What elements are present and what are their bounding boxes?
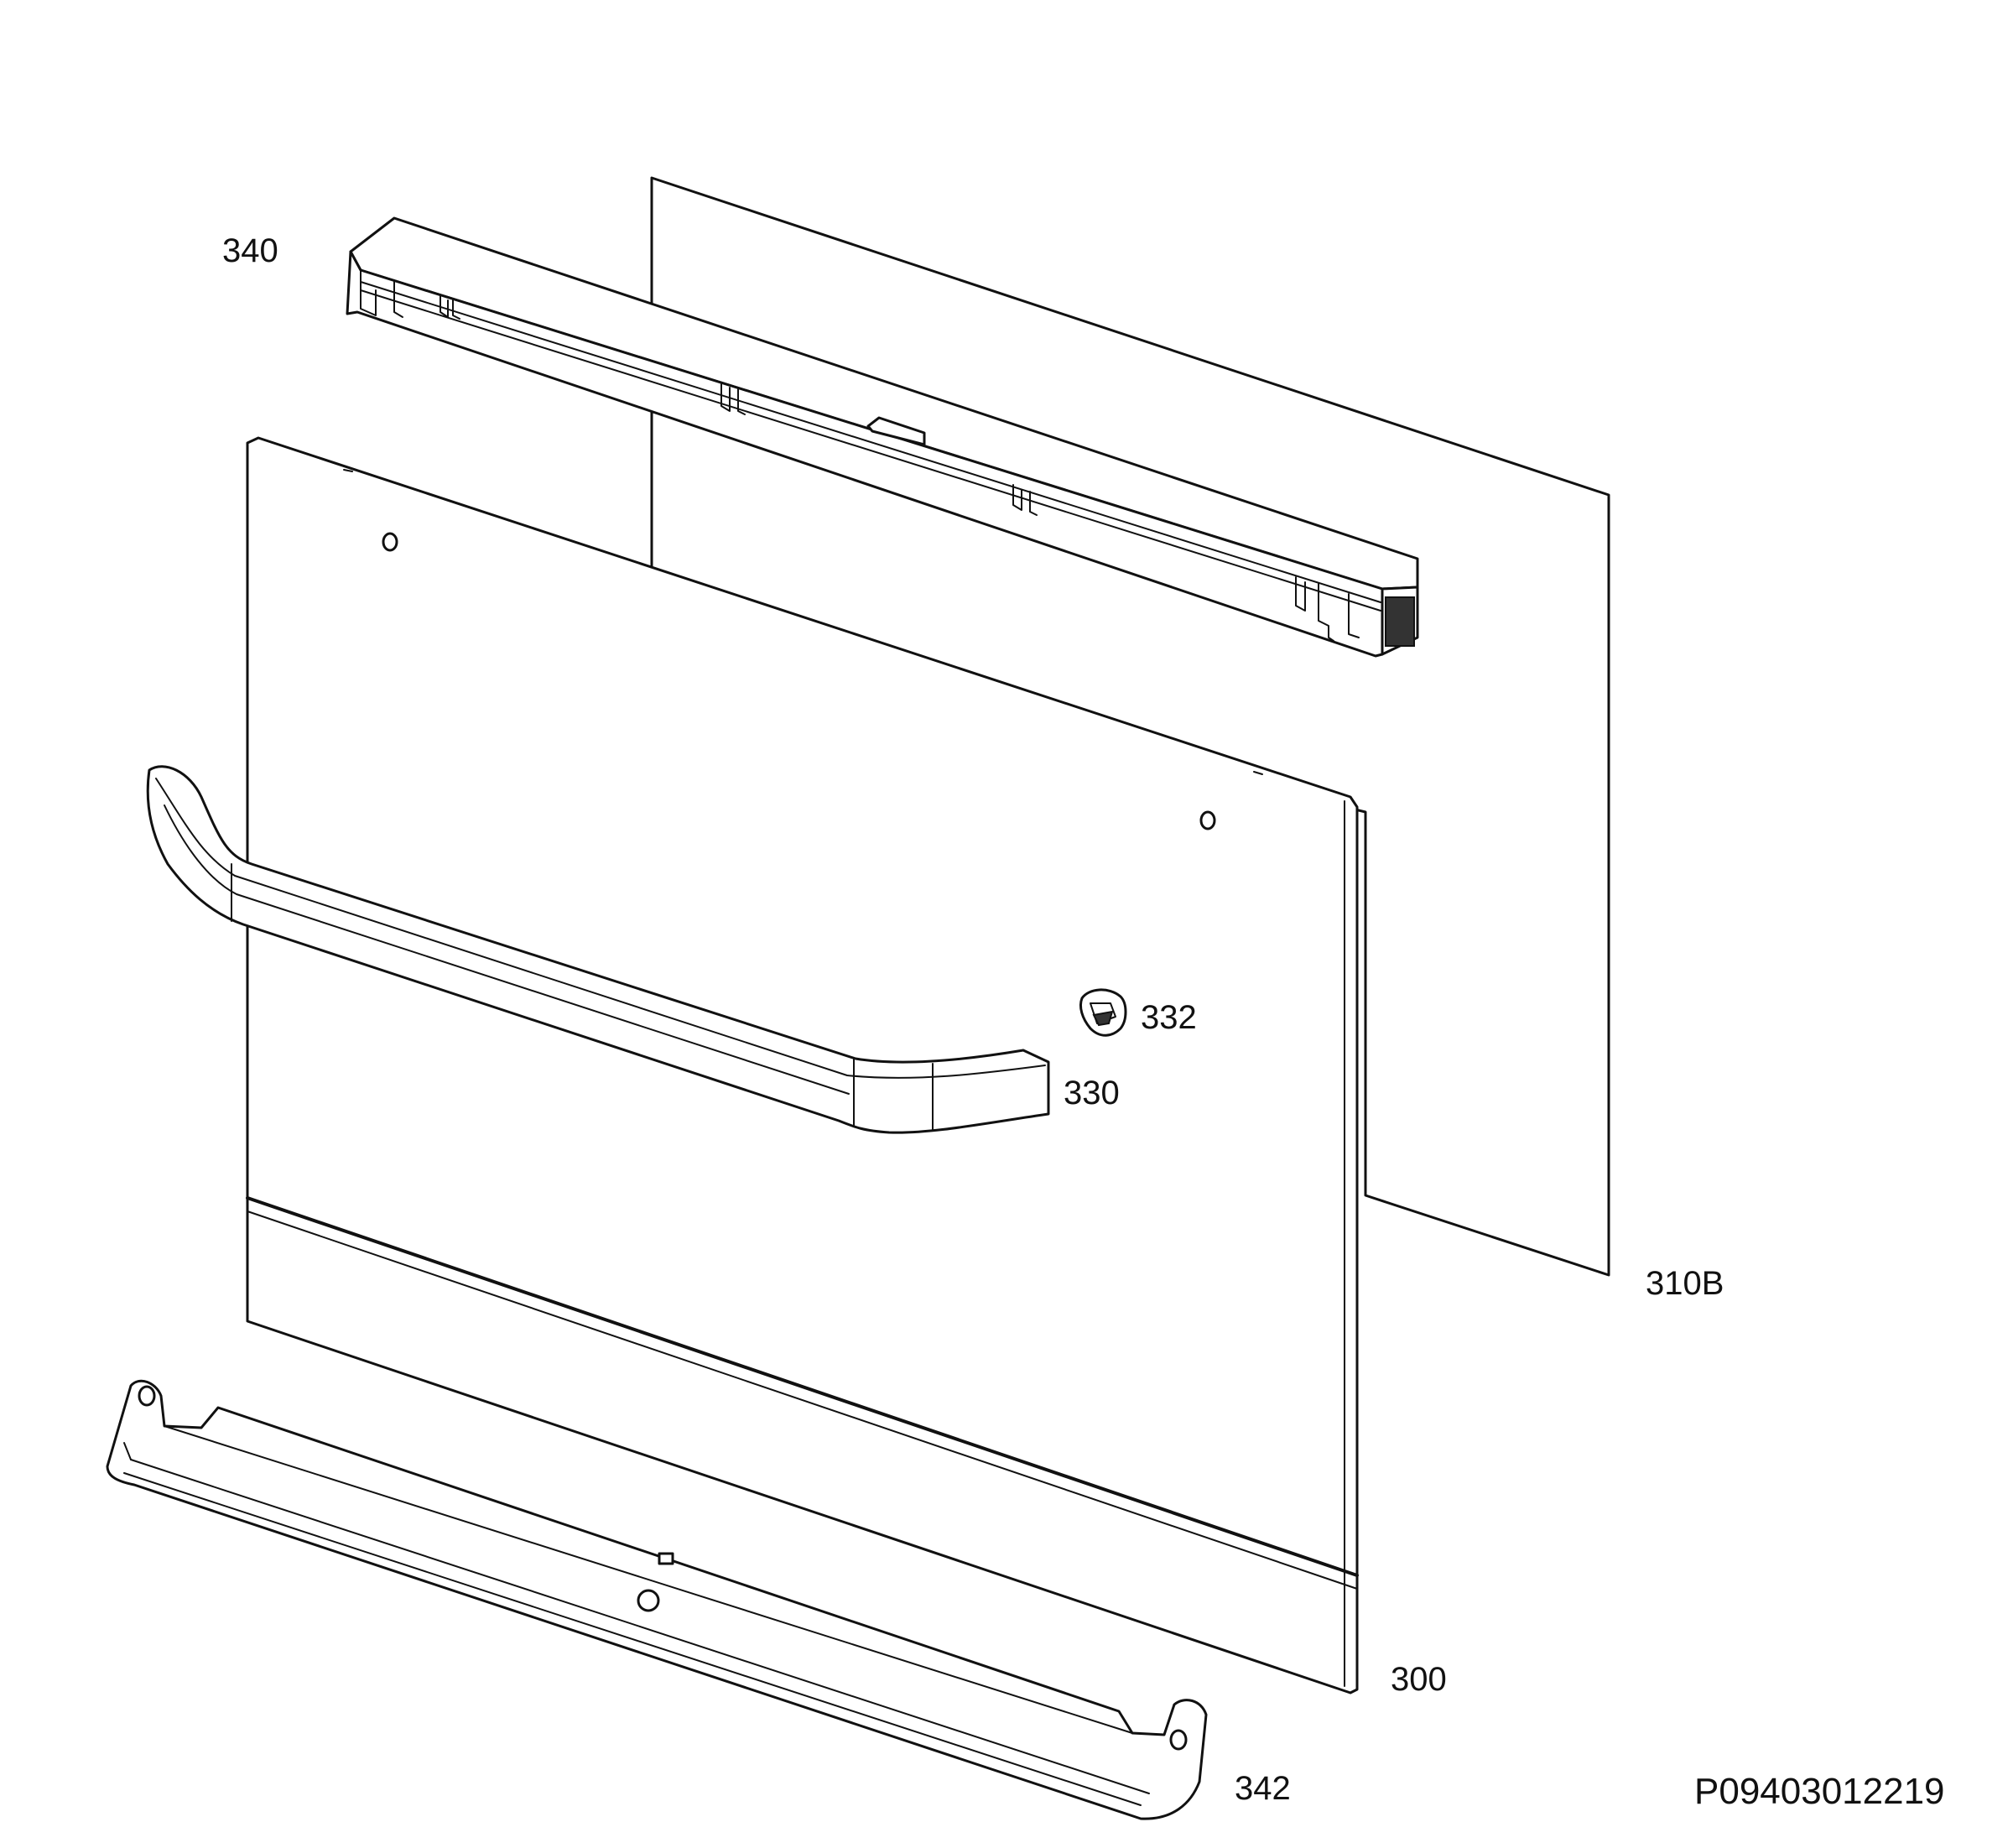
part-label-340: 340 [222, 232, 278, 269]
part-label-330: 330 [1064, 1075, 1120, 1111]
drawing-code-label: P09403012219 [1694, 1771, 1945, 1812]
part-label-300: 300 [1391, 1661, 1447, 1698]
door-handle [146, 765, 1050, 1134]
part-label-332: 332 [1141, 999, 1197, 1036]
top-trim-strip [346, 216, 1419, 658]
part-label-310B: 310B [1646, 1265, 1724, 1302]
part-label-342: 342 [1235, 1770, 1291, 1807]
handle-end-cap [1079, 988, 1127, 1037]
bottom-trim-strip [106, 1379, 1208, 1820]
